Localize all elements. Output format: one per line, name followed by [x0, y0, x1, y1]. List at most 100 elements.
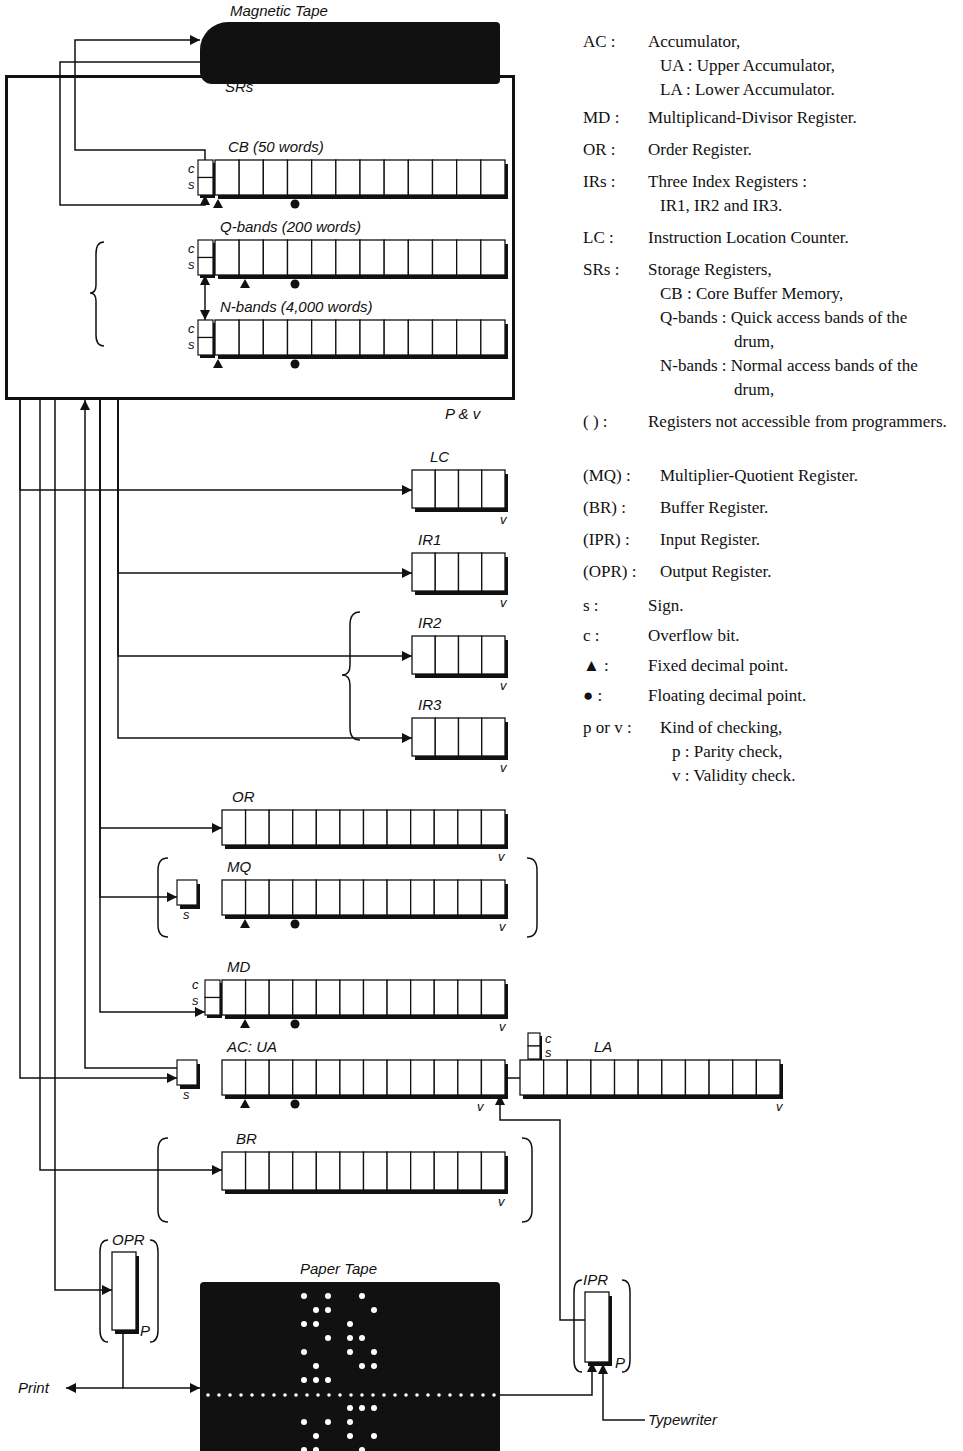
register-cell — [360, 160, 384, 195]
register-cell — [482, 636, 505, 674]
legend-text: Three Index Registers : — [648, 170, 807, 194]
data-hole — [347, 1419, 353, 1425]
register-cell — [364, 880, 388, 915]
legend-text: (IPR) : — [583, 528, 630, 552]
sprocket-hole — [415, 1393, 419, 1397]
register-cell — [215, 320, 239, 355]
register: AC: UAv — [177, 1060, 505, 1095]
legend-text: IR1, IR2 and IR3. — [660, 194, 782, 218]
register-cell — [340, 1060, 364, 1095]
register-cell — [408, 160, 432, 195]
sprocket-hole — [261, 1393, 265, 1397]
check-kind: v — [477, 1099, 484, 1114]
overflow-box — [528, 1033, 540, 1046]
sprocket-hole — [404, 1393, 408, 1397]
data-path — [75, 40, 205, 160]
legend-text: N-bands : Normal access bands of the dru… — [660, 354, 922, 402]
floating-point-mark — [291, 200, 300, 209]
register-cell — [458, 1060, 482, 1095]
register-cell — [384, 320, 408, 355]
legend-text: SRs : — [583, 258, 619, 282]
sprocket-hole — [371, 1393, 375, 1397]
register-cell — [293, 810, 317, 845]
sign-cell — [198, 178, 213, 196]
register-cell — [459, 636, 482, 674]
data-path — [123, 1330, 200, 1388]
sprocket-hole — [481, 1393, 485, 1397]
sign-cell — [198, 338, 213, 356]
register-cell — [567, 1060, 591, 1095]
overflow-cell — [198, 320, 213, 338]
data-hole — [313, 1447, 319, 1451]
check-kind: v — [500, 760, 507, 775]
data-hole — [325, 1419, 331, 1425]
register-cell — [288, 160, 312, 195]
register-cell — [239, 320, 263, 355]
legend-text: Fixed decimal point. — [648, 654, 788, 678]
register-cell — [222, 1060, 246, 1095]
data-path — [204, 275, 206, 320]
register-cell — [408, 320, 432, 355]
data-hole — [301, 1349, 307, 1355]
overflow-cell — [205, 980, 220, 998]
register-cell — [336, 240, 360, 275]
register-cells — [412, 718, 513, 772]
register-name: OR — [232, 788, 255, 806]
signal-label: s — [188, 337, 195, 352]
fixed-point-mark — [240, 1099, 250, 1108]
register-cell — [340, 880, 364, 915]
magnetic-tape: Magnetic Tape — [200, 22, 500, 84]
typewriter-line — [603, 1364, 645, 1420]
data-hole — [371, 1433, 377, 1439]
register-cell — [364, 1152, 388, 1190]
sign-cell — [205, 998, 220, 1016]
legend-text: v : Validity check. — [672, 764, 795, 788]
data-hole — [301, 1419, 307, 1425]
register-cell — [638, 1060, 662, 1095]
register-name: LC — [430, 448, 449, 466]
register-cells — [412, 470, 513, 524]
register-cell — [435, 718, 458, 756]
register-cell — [215, 160, 239, 195]
register-cell — [360, 240, 384, 275]
register-cell — [481, 980, 505, 1015]
data-hole — [347, 1321, 353, 1327]
data-hole — [325, 1307, 331, 1313]
register-cell — [411, 810, 435, 845]
data-path — [118, 400, 412, 738]
register-cell — [293, 880, 317, 915]
overflow-cell — [198, 160, 213, 178]
sprocket-hole — [382, 1393, 386, 1397]
signal-label: s — [188, 257, 195, 272]
register-cell — [520, 1060, 544, 1095]
data-hole — [325, 1335, 331, 1341]
register-cell — [336, 320, 360, 355]
register-cell — [269, 1060, 293, 1095]
fixed-point-mark — [213, 199, 223, 208]
signal-label: c — [545, 1031, 552, 1046]
register-cell — [481, 320, 505, 355]
register-cell — [246, 1152, 270, 1190]
register-name: IR1 — [418, 531, 441, 549]
register-cell — [222, 880, 246, 915]
data-hole — [301, 1293, 307, 1299]
bracket — [574, 1280, 582, 1372]
check-kind: v — [776, 1099, 783, 1114]
register-cell — [482, 718, 505, 756]
data-hole — [371, 1405, 377, 1411]
register-cell — [312, 160, 336, 195]
register: IR2v — [412, 636, 505, 674]
register-cell — [434, 810, 458, 845]
data-hole — [347, 1405, 353, 1411]
register-cell — [434, 1152, 458, 1190]
bracket — [158, 1138, 168, 1222]
output-register: OPRP — [112, 1252, 136, 1330]
data-hole — [313, 1321, 319, 1327]
bracket — [100, 1240, 108, 1342]
legend-text: Buffer Register. — [660, 496, 768, 520]
register-cell — [433, 320, 457, 355]
register-cell — [364, 810, 388, 845]
register-cell — [733, 1060, 757, 1095]
register-cell — [269, 810, 293, 845]
